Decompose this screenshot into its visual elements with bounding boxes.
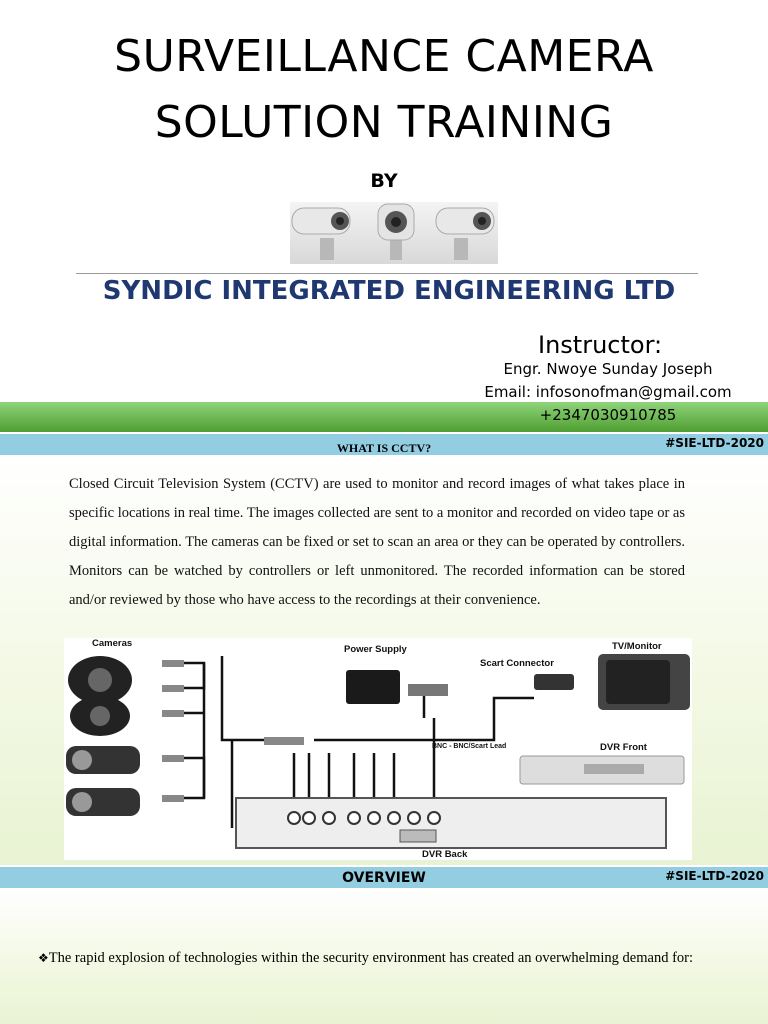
bnc-connectors-icon bbox=[162, 660, 304, 802]
cover-title-line2: SOLUTION TRAINING bbox=[154, 97, 614, 148]
instructor-name: Engr. Nwoye Sunday Joseph bbox=[503, 360, 713, 378]
cover-title: SURVEILLANCE CAMERA SOLUTION TRAINING bbox=[0, 24, 768, 156]
instructor-phone: +2347030910785 bbox=[539, 406, 677, 424]
label-cameras: Cameras bbox=[92, 638, 132, 649]
by-label: BY bbox=[370, 170, 398, 192]
dvr-back-icon bbox=[235, 797, 667, 849]
camera-icon bbox=[291, 207, 351, 260]
label-dvr-front: DVR Front bbox=[600, 742, 648, 753]
diamond-bullet-icon: ❖ bbox=[38, 951, 49, 965]
cameras-image bbox=[290, 202, 498, 264]
cctv-diagram: Cameras Power Supply Scart Connector TV/… bbox=[64, 638, 692, 860]
dome-camera-icon bbox=[68, 656, 132, 704]
cctv-paragraph: Closed Circuit Television System (CCTV) … bbox=[69, 476, 685, 608]
camera-icon bbox=[377, 203, 415, 260]
slide2-title: OVERVIEW bbox=[342, 870, 426, 886]
overview-bullet-text: The rapid explosion of technologies with… bbox=[48, 950, 694, 966]
power-supply-icon bbox=[346, 670, 448, 704]
instructor-label: Instructor: bbox=[538, 331, 663, 359]
dvr-front-icon bbox=[519, 755, 685, 785]
dome-camera-icon bbox=[70, 696, 130, 736]
slide1-header-bar bbox=[0, 434, 768, 455]
overview-bullet: ❖The rapid explosion of technologies wit… bbox=[38, 944, 730, 972]
tv-monitor-icon bbox=[598, 654, 690, 710]
bullet-camera-icon bbox=[66, 788, 140, 816]
slide2-body bbox=[0, 888, 768, 1024]
camera-icon bbox=[435, 207, 495, 260]
bullet-camera-icon bbox=[66, 746, 140, 774]
slide1-tag: #SIE-LTD-2020 bbox=[665, 436, 764, 450]
label-tv-monitor: TV/Monitor bbox=[612, 641, 662, 652]
slide2-tag: #SIE-LTD-2020 bbox=[665, 869, 764, 883]
slide1-title: WHAT IS CCTV? bbox=[336, 441, 432, 455]
label-power-supply: Power Supply bbox=[344, 644, 408, 655]
cover-title-line1: SURVEILLANCE CAMERA bbox=[114, 31, 654, 82]
company-name: SYNDIC INTEGRATED ENGINEERING LTD bbox=[102, 276, 676, 306]
divider-rule bbox=[76, 273, 698, 274]
green-banner bbox=[0, 402, 768, 432]
label-dvr-back: DVR Back bbox=[422, 849, 468, 860]
label-scart-connector: Scart Connector bbox=[480, 658, 554, 669]
label-bnc-lead: BNC - BNC/Scart Lead bbox=[432, 743, 506, 750]
instructor-email: Email: infosonofman@gmail.com bbox=[484, 383, 732, 401]
scart-connector-icon bbox=[534, 674, 574, 690]
slide2-header-bar bbox=[0, 867, 768, 888]
